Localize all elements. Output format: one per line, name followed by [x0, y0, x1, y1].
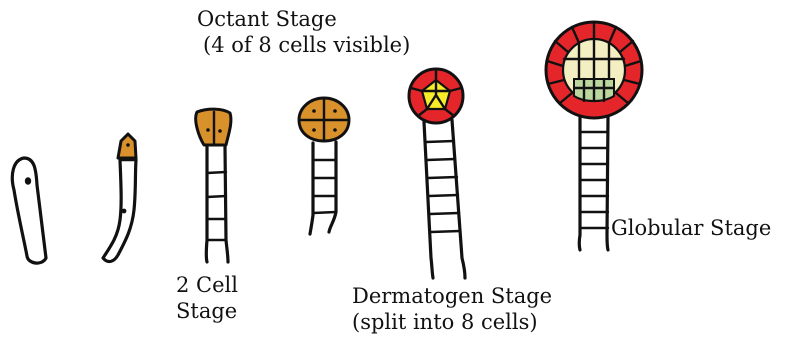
- dermatogen-suspensor: [424, 120, 465, 278]
- zygote-outline: [12, 158, 46, 263]
- octant-stage-label: Octant Stage (4 of 8 cells visible): [197, 6, 410, 58]
- dermatogen-stage-embryo: [409, 69, 465, 278]
- octant-nucleus-3: [312, 128, 316, 132]
- octant-nucleus-2: [333, 109, 337, 113]
- octant-nucleus-1: [312, 109, 316, 113]
- octant-nucleus-4: [333, 128, 337, 132]
- dermatogen-label-line-1: Dermatogen Stage: [352, 283, 552, 309]
- globular-suspensor-walls: [580, 132, 608, 228]
- two-cell-suspensor: [103, 160, 136, 262]
- octant-stage-embryo: [299, 98, 349, 234]
- octant-label-line-2: (4 of 8 cells visible): [197, 32, 410, 58]
- zygote-stage: [12, 158, 46, 263]
- quadrant-nucleus-right: [218, 129, 222, 133]
- globular-label-line-1: Globular Stage: [611, 215, 771, 241]
- two-cell-label-line-2: Stage: [176, 298, 238, 324]
- zygote-nucleus: [25, 177, 31, 185]
- quadrant-stage-embryo: [196, 109, 231, 262]
- octant-label-line-1: Octant Stage: [197, 6, 410, 32]
- quadrant-nucleus-left: [206, 128, 210, 132]
- two-cell-stage-label: 2 Cell Stage: [176, 272, 238, 324]
- quadrant-suspensor: [206, 147, 228, 262]
- globular-stage-label: Globular Stage: [611, 215, 771, 241]
- dermatogen-label-line-2: (split into 8 cells): [352, 309, 552, 335]
- two-cell-basal-nucleus: [122, 209, 127, 214]
- two-cell-embryo: [103, 134, 136, 262]
- two-cell-label-line-1: 2 Cell: [176, 272, 238, 298]
- dermatogen-stage-label: Dermatogen Stage (split into 8 cells): [352, 283, 552, 335]
- octant-suspensor: [310, 142, 336, 234]
- octant-suspensor-walls: [313, 160, 336, 213]
- globular-suspensor: [579, 117, 608, 250]
- quadrant-suspensor-walls: [207, 172, 226, 240]
- two-cell-apical-nucleus: [126, 143, 130, 147]
